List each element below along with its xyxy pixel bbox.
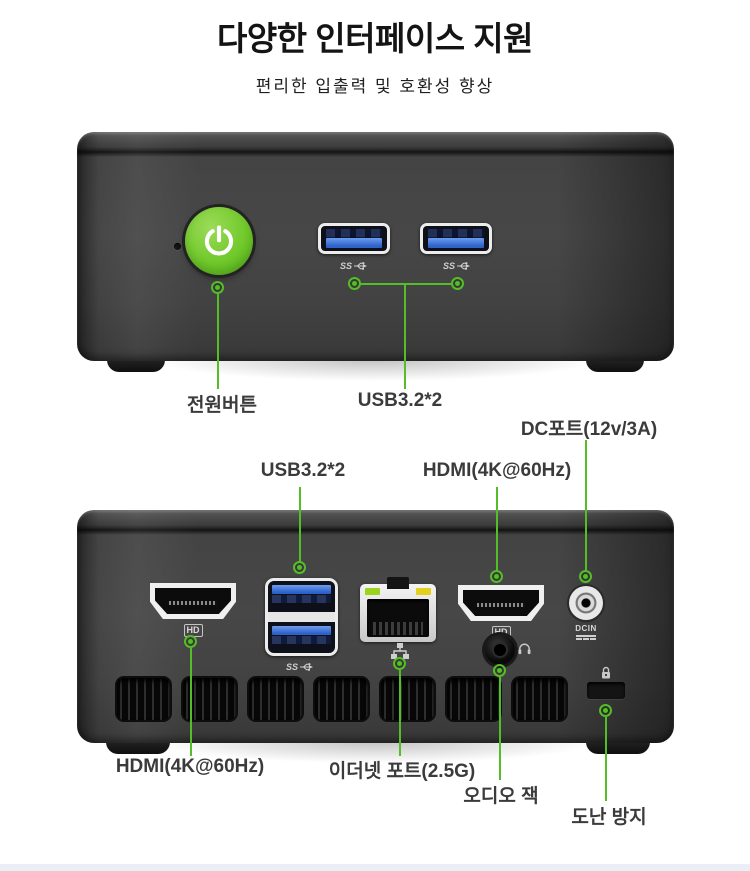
vent-grille: [511, 676, 568, 722]
vent-grille: [379, 676, 436, 722]
hdmi-port-right: HD: [458, 585, 544, 639]
usb-pins: [326, 229, 382, 238]
power-icon: [204, 225, 234, 256]
hdmi-connector: [150, 583, 236, 619]
usb-tongue: [272, 585, 331, 594]
usb-ss-icon: SS: [443, 261, 471, 271]
dc-in-port: DCIN: [564, 586, 608, 640]
callout-label-hdmi-rear: HDMI(4K@60Hz): [422, 460, 572, 481]
ethernet-notch: [387, 577, 409, 589]
callout-marker-lock: [599, 704, 612, 717]
callout-line-dc-port: [585, 440, 587, 572]
usb-pins: [272, 636, 331, 644]
usb-trident-icon: [457, 262, 471, 270]
usb-pins: [428, 229, 484, 238]
callout-line-power: [217, 294, 219, 389]
callout-marker-hdmi-right: [490, 570, 503, 583]
callout-line-hdmi-rear-top: [496, 487, 498, 572]
headphones-icon: [518, 643, 531, 655]
dc-barrel-connector: [569, 586, 603, 620]
usb-port-front-2: [420, 223, 492, 254]
dcin-label: DCIN: [575, 624, 597, 633]
page-subtitle: 편리한 입출력 및 호환성 향상: [255, 77, 495, 96]
usb-ss-text: SS: [443, 261, 456, 271]
callout-label-usb-front: USB3.2*2: [357, 390, 443, 411]
ethernet-icon: [391, 643, 409, 659]
power-button: [185, 207, 253, 275]
callout-marker-usb-rear: [293, 561, 306, 574]
callout-line-usb-vertical: [404, 284, 406, 389]
hdmi-port-left: HD: [150, 583, 236, 637]
vent-grille: [313, 676, 370, 722]
mini-pc-rear-view: HD SS: [77, 510, 674, 743]
hdmi-cavity: [463, 590, 539, 616]
page-title: 다양한 인터페이스 지원: [217, 20, 533, 57]
footer-bar: [0, 864, 750, 871]
callout-line-hdmi-left: [190, 648, 192, 756]
callout-label-power-button: 전원버튼: [187, 395, 257, 416]
callout-line-usb-rear: [299, 487, 301, 563]
ethernet-pins: [373, 622, 423, 635]
vent-grille: [247, 676, 304, 722]
ethernet-led-yellow: [416, 588, 431, 595]
usb-tongue: [428, 238, 484, 248]
callout-marker-dc-in: [579, 570, 592, 583]
vent-grille: [445, 676, 502, 722]
usb-tongue: [272, 626, 331, 635]
usb-trident-icon: [300, 663, 314, 671]
callout-line-audio: [499, 677, 501, 780]
ethernet-led-green: [365, 588, 380, 595]
hdmi-pins: [169, 601, 217, 605]
callout-marker-usb-front-2: [451, 277, 464, 290]
callout-label-anti-theft: 도난 방지: [571, 807, 647, 828]
callout-marker-usb-front-1: [348, 277, 361, 290]
ethernet-port: [360, 577, 436, 642]
hdmi-connector: [458, 585, 544, 621]
usb-pins: [272, 595, 331, 603]
usb-ports-rear-stack: [265, 578, 338, 656]
callout-marker-power: [211, 281, 224, 294]
usb-ss-text: SS: [286, 662, 299, 672]
callout-label-usb-rear: USB3.2*2: [260, 460, 346, 481]
front-device-shadow: [60, 360, 690, 390]
usb-ss-text: SS: [340, 261, 353, 271]
kensington-lock-slot: [587, 682, 625, 699]
callout-marker-ethernet: [393, 657, 406, 670]
ethernet-cavity: [367, 599, 429, 637]
dc-symbol-icon: [576, 635, 596, 640]
usb-ss-icon: SS: [286, 662, 314, 672]
power-led: [174, 243, 181, 250]
usb-trident-icon: [354, 262, 368, 270]
hdmi-pins: [477, 603, 525, 607]
callout-marker-audio: [493, 664, 506, 677]
usb-ss-icon: SS: [340, 261, 368, 271]
padlock-icon: [602, 666, 610, 679]
callout-label-audio: 오디오 잭: [463, 786, 539, 807]
callout-line-lock: [605, 717, 607, 801]
audio-jack: [485, 635, 515, 665]
mini-pc-front-view: SS SS: [77, 132, 674, 361]
hdmi-cavity: [155, 588, 231, 614]
callout-label-hdmi-bottom: HDMI(4K@60Hz): [115, 756, 265, 777]
callout-line-usb-horizontal: [361, 283, 451, 285]
callout-line-ethernet: [399, 670, 401, 756]
usb-tongue: [326, 238, 382, 248]
usb-port-front-1: [318, 223, 390, 254]
callout-label-dc-port: DC포트(12v/3A): [520, 419, 658, 440]
usb-stack-divider: [268, 612, 335, 622]
vent-grille: [115, 676, 172, 722]
callout-label-ethernet: 이더넷 포트(2.5G): [328, 761, 476, 782]
callout-marker-hdmi-left: [184, 635, 197, 648]
